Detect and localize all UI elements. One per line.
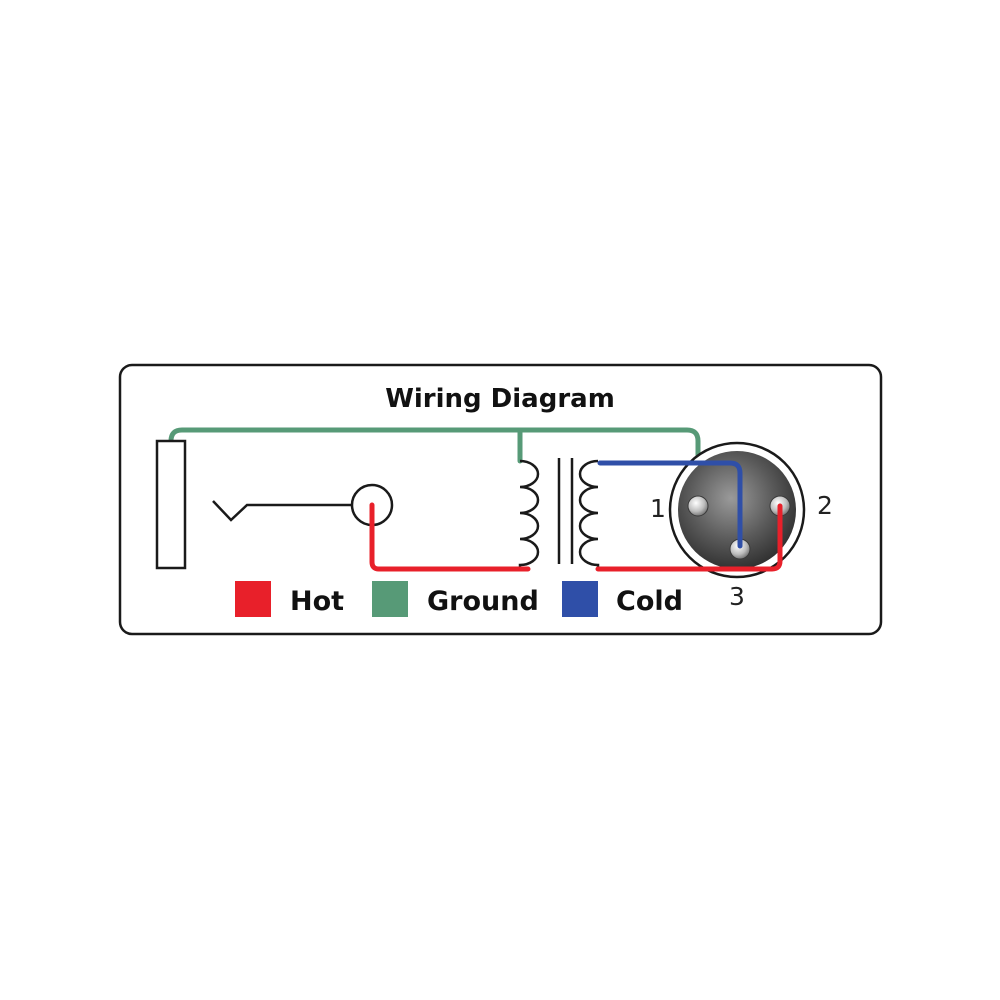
- cold-wire: [597, 460, 743, 549]
- transformer-secondary-coil: [578, 459, 600, 569]
- hot-wire-secondary: [595, 503, 783, 572]
- jack-sleeve: [155, 439, 187, 570]
- pin-2-label: 2: [817, 491, 833, 520]
- legend-swatch-hot: [235, 581, 271, 617]
- hot-wire-primary: [369, 502, 531, 572]
- ground-wire: [168, 427, 701, 509]
- legend-label-ground: Ground: [427, 586, 539, 617]
- xlr-connector-face: [678, 451, 796, 569]
- legend-label-cold: Cold: [616, 586, 683, 617]
- legend-swatch-cold: [562, 581, 598, 617]
- legend-swatch-ground: [372, 581, 408, 617]
- diagram-title: Wiring Diagram: [385, 384, 615, 414]
- jack-tip-contact: [212, 500, 352, 522]
- pin-1-label: 1: [650, 494, 666, 523]
- xlr-pin-1: [687, 495, 709, 517]
- legend-label-hot: Hot: [290, 586, 344, 617]
- transformer-primary-coil: [518, 459, 540, 569]
- pin-3-label: 3: [729, 582, 745, 611]
